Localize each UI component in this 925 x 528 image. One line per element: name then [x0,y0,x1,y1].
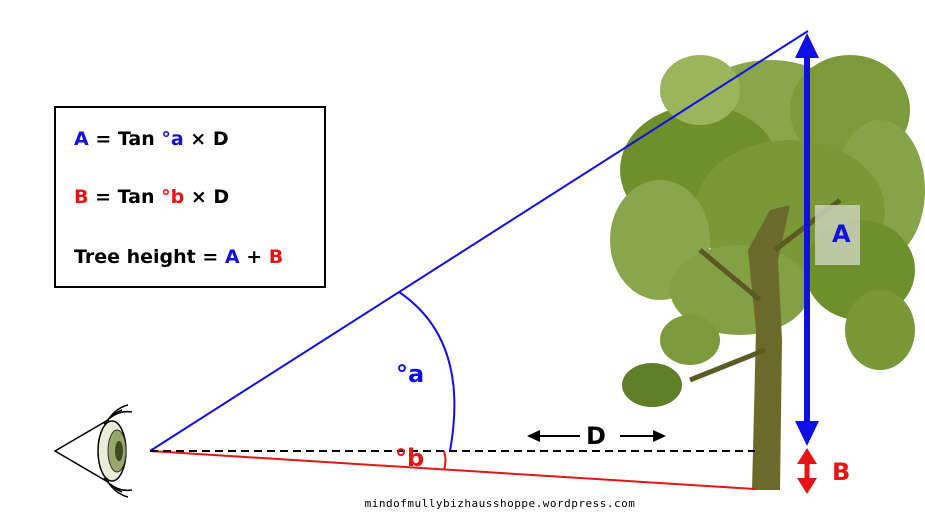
distance-label: D [586,422,606,450]
eye-icon [53,404,133,498]
angle-b-arc [443,450,447,471]
credit-watermark: mindofmullybizhausshoppe.wordpress.com [364,497,636,510]
tree-illustration [610,55,925,490]
formula-height-prefix: Tree height = [74,246,225,268]
formula-a-eq: = Tan [88,128,162,150]
formula-b: B = Tan °b × D [74,186,229,208]
height-a-label: A [832,220,851,248]
angle-a-label: °a [396,360,425,388]
lower-sight-line [149,450,756,490]
height-b-label: B [832,458,851,486]
formula-tree-height: Tree height = A + B [74,246,283,268]
formula-height-a: A [224,246,240,268]
height-a-arrow [795,33,860,446]
angle-b-label: °b [395,444,425,472]
formula-a-var: A [74,128,89,150]
formula-b-rest: × D [184,186,230,208]
formula-b-eq: = Tan [88,186,162,208]
height-a-label-bg [815,205,860,265]
distance-arrows [527,430,666,442]
angle-a-arc [398,291,456,452]
formula-box: A = Tan °a × D B = Tan °b × D Tree heigh… [54,106,326,288]
formula-height-plus: + [239,246,269,268]
formula-a: A = Tan °a × D [74,128,229,150]
upper-sight-line [149,30,809,452]
tree-trunk [748,205,790,490]
formula-b-var: B [74,186,89,208]
formula-b-angle: °b [161,186,185,208]
formula-a-angle: °a [161,128,184,150]
height-b-arrow [797,448,817,494]
formula-a-rest: × D [183,128,229,150]
formula-height-b: B [268,246,284,268]
